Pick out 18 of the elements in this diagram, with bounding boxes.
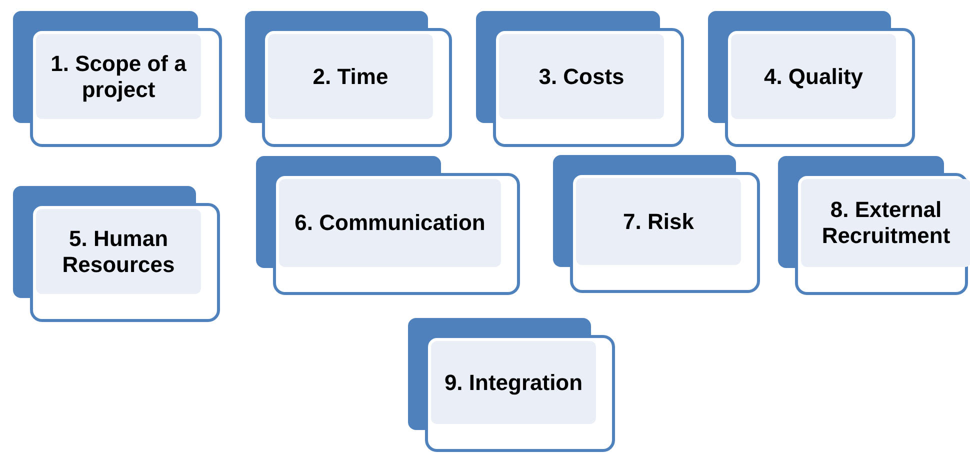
card [795,173,968,295]
card-label: 1. Scope of a project [50,50,188,102]
card [30,28,222,147]
card [725,28,915,147]
card [570,172,760,293]
card-label: 7. Risk [623,208,694,234]
card-label: 2. Time [312,64,388,90]
card [425,335,615,452]
card-label: 3. Costs [538,64,624,90]
card-label: 5. Human Resources [61,226,176,278]
card [273,173,520,295]
card-label: 4. Quality [764,64,864,90]
card-label: 9. Integration [444,370,583,396]
card-label: 8. External Recruitment [820,197,952,249]
card [30,203,220,322]
card [262,28,452,147]
card [493,28,684,147]
card-label: 6. Communication [294,210,486,236]
